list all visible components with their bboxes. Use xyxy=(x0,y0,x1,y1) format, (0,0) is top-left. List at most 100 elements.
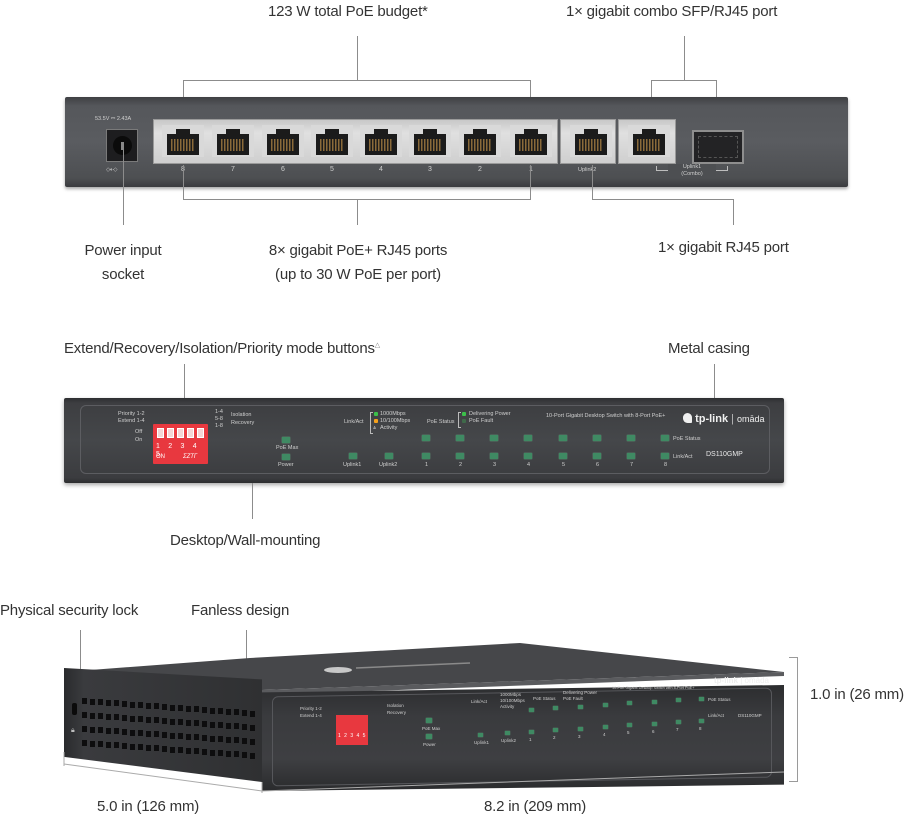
vent-hole xyxy=(162,746,167,752)
leader-line xyxy=(357,199,358,225)
width-dimension-line xyxy=(261,771,785,792)
vent-hole xyxy=(226,708,231,715)
bracket-line xyxy=(530,165,531,199)
power-socket-callout: Power input socket xyxy=(70,239,176,287)
vent-hole xyxy=(210,707,215,714)
vent-hole xyxy=(170,732,175,739)
vent-hole xyxy=(106,727,111,734)
leader-line xyxy=(733,199,734,225)
top-logo-text xyxy=(355,662,471,669)
dip-switch-3[interactable] xyxy=(177,428,184,438)
vent-hole xyxy=(82,698,87,704)
vent-hole xyxy=(138,716,143,723)
depth-dimension-line xyxy=(63,763,263,792)
link-act-led xyxy=(456,453,464,459)
dip-switch-2[interactable] xyxy=(167,428,174,438)
angled-brand-name: tp-link xyxy=(714,676,738,685)
vent-hole xyxy=(194,748,199,755)
angled-dip-switch-block xyxy=(336,715,368,745)
link-act-led xyxy=(661,453,669,459)
angled-dip-label-recovery: Recovery xyxy=(387,710,407,715)
poe-status-led xyxy=(661,435,669,441)
angled-port-led-label: 3 xyxy=(578,734,581,739)
power-led xyxy=(282,454,290,460)
angled-port-led-label: Uplink1 xyxy=(474,740,490,745)
angled-port-led-label: 6 xyxy=(652,729,655,734)
leader-line xyxy=(684,36,685,80)
rj45-port-callout: 1× gigabit RJ45 port xyxy=(658,239,789,256)
metal-casing-callout: Metal casing xyxy=(668,340,750,357)
vent-hole xyxy=(98,727,103,734)
port-number-label: 2 xyxy=(478,166,482,173)
vent-hole xyxy=(114,742,119,749)
vent-hole xyxy=(122,743,127,749)
angled-legend-delivering: Delivering Power xyxy=(563,690,598,695)
legend-fault: PoE Fault xyxy=(469,418,494,424)
vent-hole xyxy=(154,717,159,724)
vent-hole xyxy=(170,718,175,725)
legend-green-dot xyxy=(374,412,378,416)
dip-switch-4[interactable] xyxy=(187,428,194,438)
vent-hole xyxy=(178,747,183,754)
poe-rj45-port xyxy=(360,125,402,157)
legend-delivering-dot xyxy=(462,412,466,416)
port-led-label: 5 xyxy=(562,462,566,468)
angled-link-act-led xyxy=(699,719,704,723)
angled-poe-status-led xyxy=(652,700,657,704)
angled-poe-status-led xyxy=(578,705,583,709)
vent-hole xyxy=(226,750,231,757)
link-act-led xyxy=(627,453,635,459)
tp-link-logo-icon xyxy=(683,413,692,423)
vent-hole xyxy=(106,741,111,748)
model-number: DS110GMP xyxy=(706,451,743,458)
vent-hole xyxy=(186,719,191,726)
dip-switch-5[interactable] xyxy=(197,428,204,438)
vent-hole xyxy=(114,714,119,721)
link-act-led xyxy=(593,453,601,459)
vent-hole xyxy=(98,713,103,720)
bracket-line xyxy=(183,165,184,199)
poe-ports-callout: 8× gigabit PoE+ RJ45 ports (up to 30 W P… xyxy=(238,239,478,287)
dip-switch-1[interactable] xyxy=(157,428,164,438)
dip-label-extend: Extend 1-4 xyxy=(118,418,145,424)
row-label-link-act: Link/Act xyxy=(673,454,693,460)
dip-extra-text: ΣΖΤΓ xyxy=(183,454,198,460)
angled-model: DS110GMP xyxy=(738,713,762,718)
angled-poe-status-label: PoE Status xyxy=(533,696,556,701)
vent-hole xyxy=(138,744,143,751)
poe-status-led xyxy=(559,435,567,441)
fanless-callout: Fanless design xyxy=(191,602,290,619)
port-led-label: 6 xyxy=(596,462,600,468)
leader-line xyxy=(184,364,185,426)
poe-status-led xyxy=(422,435,430,441)
angled-port-led-label: 8 xyxy=(699,726,702,731)
angled-power-label: Power xyxy=(423,742,436,747)
top-logo-mark xyxy=(324,667,352,673)
angled-poe-status-led xyxy=(627,701,632,705)
vent-hole xyxy=(162,718,167,724)
angled-legend-1000: 1000Mbps xyxy=(500,692,522,697)
vent-hole xyxy=(90,740,95,747)
link-act-led xyxy=(385,453,393,459)
poe-rj45-port xyxy=(409,125,451,157)
port-led-label: 2 xyxy=(459,462,463,468)
uplink1-rj45-port xyxy=(628,125,670,157)
poe-ports-callout-line1: 8× gigabit PoE+ RJ45 ports xyxy=(268,242,448,259)
vent-hole xyxy=(226,736,231,743)
angled-link-act-led xyxy=(652,722,657,726)
poe-max-label: PoE Max xyxy=(276,445,299,451)
vent-hole xyxy=(114,700,119,707)
angled-dip-numbers: 1 2 3 4 5 xyxy=(338,733,367,739)
vent-hole xyxy=(90,698,95,705)
angled-port-led-label: 4 xyxy=(603,732,606,737)
port-number-label: 1 xyxy=(529,166,533,173)
port-led-label: 8 xyxy=(664,462,668,468)
dip-label-on: On xyxy=(135,437,143,443)
angled-legend-10-100: 10/100Mbps xyxy=(500,698,525,703)
vent-hole xyxy=(122,729,127,735)
angled-poe-status-led xyxy=(529,708,534,712)
angled-product-description: 10-Port Gigabit Desktop Switch with 8-Po… xyxy=(612,686,695,690)
bracket-line xyxy=(183,80,531,81)
vent-hole xyxy=(218,750,223,757)
dip-switch-block[interactable]: 1 2 3 4 5 ON ΣΖΤΓ xyxy=(153,424,208,464)
